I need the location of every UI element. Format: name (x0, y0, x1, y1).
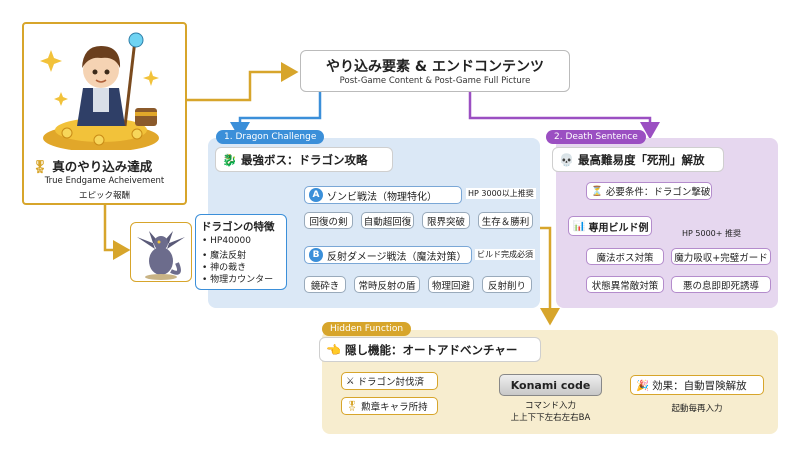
page-subtitle: Post-Game Content & Post-Game Full Pictu… (339, 76, 531, 86)
medal-icon: 🎖 (346, 400, 359, 412)
konami-caption-2: 上上下下左右左右BA (510, 413, 591, 423)
dragon-heading-box: 🐉 最強ボス：ドラゴン攻略 (215, 147, 393, 172)
dragon-traits-box: ドラゴンの特徴 • HP40000 • 魔法反射 • 神の裁き • 物理カウンタ… (195, 214, 287, 290)
hidden-condition-label: 勲章キャラ所持 (361, 402, 428, 413)
dragon-image-box (130, 222, 192, 282)
strategy-a-title: A ゾンビ戦法（物理特化） (304, 186, 462, 204)
strategy-b-title: B 反射ダメージ戦法（魔法対策） (304, 246, 472, 264)
medal-icon: 🎖 (32, 159, 48, 174)
pointing-hand-icon: 👈 (326, 342, 341, 357)
hidden-function-tag: Hidden Function (322, 322, 412, 336)
trait-item: • 物理カウンター (202, 275, 274, 285)
hidden-condition: ⚔ ドラゴン討伐済 (341, 372, 438, 390)
strategy-a-badge: A (309, 188, 323, 202)
hero-card: 🎖 真のやり込み達成 True Endgame Acheivement エピック… (22, 22, 187, 205)
strategy-a-label: ゾンビ戦法（物理特化） (327, 191, 437, 203)
death-build-cell: 状態異常敵対策 (586, 276, 664, 293)
death-build-cell: 魔法ボス対策 (586, 248, 664, 265)
death-hp-note: HP 5000+ 推奨 (682, 229, 741, 238)
hero-character-icon (40, 32, 159, 150)
death-build-title: 📊 専用ビルド例 (568, 216, 652, 236)
dragon-heading: 最強ボス：ドラゴン攻略 (240, 152, 368, 167)
konami-caption-1: コマンド入力 (524, 401, 576, 411)
strategy-a-step: 生存＆勝利 (478, 212, 533, 229)
hidden-condition: 🎖 勲章キャラ所持 (341, 397, 438, 415)
hero-subtitle-jp: エピック報酬 (78, 191, 130, 201)
strategy-a-step: 自動超回復 (361, 212, 414, 229)
strategy-b-badge: B (309, 248, 323, 262)
chart-icon: 📊 (573, 220, 586, 232)
strategy-b-step: 常時反射の盾 (354, 276, 420, 293)
strategy-a-step: 回復の剣 (304, 212, 353, 229)
death-build-label: 専用ビルド例 (588, 222, 649, 234)
page-title: やり込み要素 & エンドコンテンツ (326, 59, 544, 75)
hidden-heading-box: 👈 隠し機能：オートアドベンチャー (319, 337, 541, 362)
traits-title: ドラゴンの特徴 (201, 221, 275, 233)
skull-icon: 💀 (559, 152, 574, 167)
death-build-cell: 悪の息即即死誘導 (671, 276, 771, 293)
dragon-head-icon: 🐉 (222, 152, 237, 167)
strategy-b-label: 反射ダメージ戦法（魔法対策） (327, 251, 467, 263)
konami-code-title: Konami code (510, 378, 591, 392)
hero-title: 真のやり込み達成 (52, 159, 153, 174)
strategy-b-step: 反射削り (482, 276, 532, 293)
effect-box: 🎉 効果：自動冒険解放 (630, 375, 764, 395)
strategy-b-step: 鏡砕き (304, 276, 346, 293)
trait-item: • 魔法反射 (202, 251, 247, 261)
death-build-cell: 魔力吸収+完璧ガード (671, 248, 771, 265)
strategy-b-note: ビルド完成必須 (475, 249, 535, 260)
hidden-condition-label: ドラゴン討伐済 (357, 377, 425, 388)
strategy-b-step: 物理回避 (428, 276, 474, 293)
trait-item: • 神の裁き (202, 263, 247, 273)
header-box: やり込み要素 & エンドコンテンツ Post-Game Content & Po… (300, 50, 570, 92)
dragon-challenge-tag: 1. Dragon Challenge (216, 130, 325, 144)
strategy-a-step: 限界突破 (422, 212, 470, 229)
trait-item: • HP40000 (202, 236, 251, 246)
death-requirement-label: 必要条件：ドラゴン撃破 (605, 187, 711, 198)
konami-code-box: Konami code (499, 374, 602, 396)
death-sentence-tag: 2. Death Sentence (546, 130, 646, 144)
effect-label: 効果：自動冒険解放 (652, 379, 747, 392)
party-popper-icon: 🎉 (636, 379, 650, 392)
death-heading: 最高難易度「死刑」解放 (577, 152, 705, 167)
dragon-illustration-icon (137, 231, 185, 280)
strategy-a-note: HP 3000以上推奨 (466, 188, 536, 199)
hourglass-icon: ⏳ (591, 185, 603, 197)
crossed-swords-icon: ⚔ (346, 375, 355, 387)
death-requirement: ⏳ 必要条件：ドラゴン撃破 (586, 182, 712, 200)
effect-caption: 起動毎再入力 (671, 404, 723, 414)
hidden-heading: 隠し機能：オートアドベンチャー (344, 342, 518, 357)
hero-subtitle-en: True Endgame Acheivement (44, 176, 165, 186)
death-heading-box: 💀 最高難易度「死刑」解放 (552, 147, 724, 172)
